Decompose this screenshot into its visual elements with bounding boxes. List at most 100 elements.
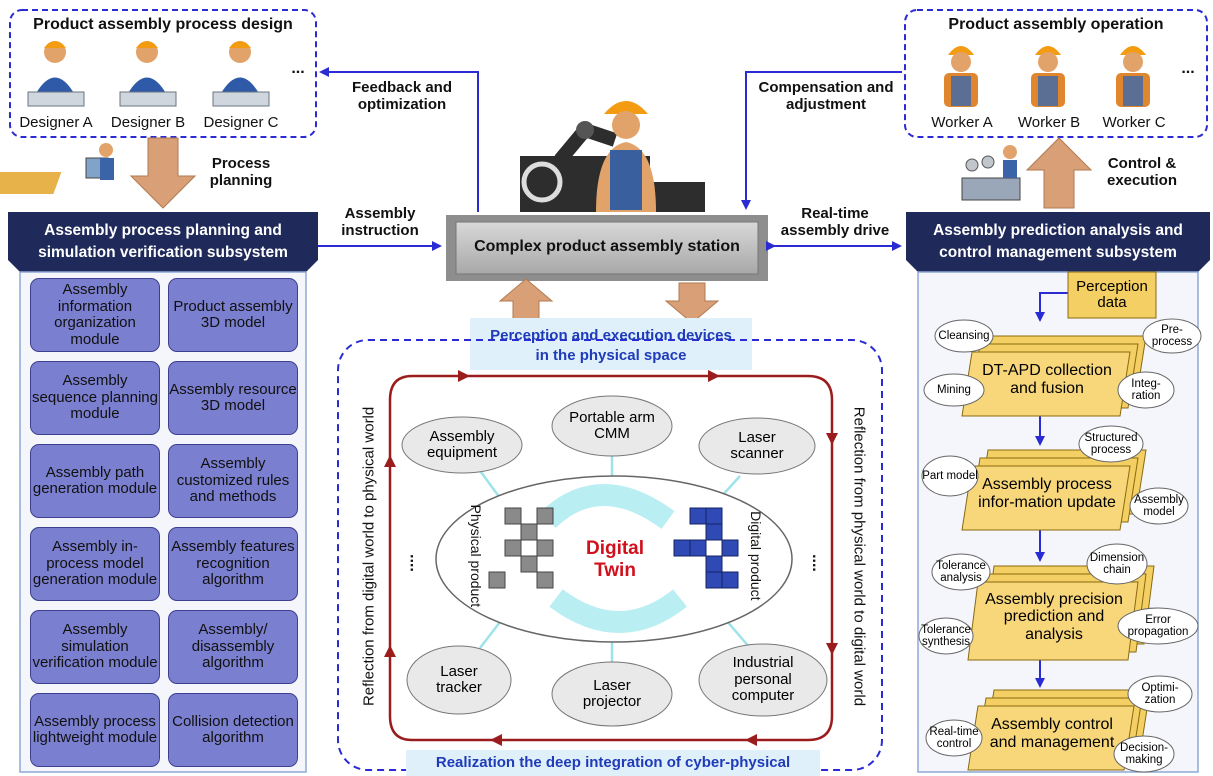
- module-inprocess-model: Assembly in-process model generation mod…: [30, 527, 160, 601]
- device-laser-projector: [551, 661, 673, 727]
- tag-dimension-chain: Dimension chain: [1089, 551, 1145, 576]
- perception-line1: Perception and execution devices: [490, 327, 732, 344]
- feedback-line: [319, 67, 479, 212]
- worker-b-icon: [1031, 46, 1065, 107]
- stage1-title: DT-APD collection and fusion: [982, 362, 1112, 397]
- tag-mining: Mining: [937, 383, 971, 396]
- tag-optimization: Optimi-zation: [1141, 681, 1179, 706]
- integration-label: Realization the deep integration of cybe…: [435, 754, 791, 771]
- laser-tracker-label: Laser tracker: [436, 662, 482, 696]
- left-banner-line1: Assembly process planning and: [44, 222, 282, 239]
- digital-product-label: Digital product: [747, 511, 764, 601]
- station-face: [455, 221, 759, 275]
- operator-icon: [596, 101, 656, 212]
- device-industrial-pc: [698, 643, 828, 717]
- left-banner-title: Assembly process planning and simulation…: [8, 220, 318, 263]
- right-banner-line1: Assembly prediction analysis and: [933, 222, 1183, 239]
- up-arrow: [498, 278, 554, 320]
- designer-b-icon: [119, 41, 177, 107]
- physical-product-label: Physical product: [467, 504, 484, 608]
- tag-error-propagation: Error propagation: [1127, 613, 1189, 638]
- designers-ellipsis: ...: [291, 60, 305, 77]
- compensation-line: [741, 71, 902, 210]
- control-execution-label: Control & execution: [1106, 155, 1178, 189]
- physical-to-digital-label: Reflection from physical world to digita…: [850, 406, 868, 707]
- tag-decision-making: Decision-making: [1120, 741, 1168, 766]
- bottom-label-box: [406, 750, 820, 776]
- worker-a-icon: [944, 46, 978, 107]
- perception-label-box: [470, 318, 752, 370]
- worker-c-label: Worker C: [1102, 114, 1166, 131]
- perception-devices-label: Perception and execution devices in the …: [470, 326, 752, 365]
- left-banner-line2: simulation verification subsystem: [38, 243, 288, 261]
- laser-projector-label: Laser projector: [582, 676, 642, 710]
- process-planning-arrow: [129, 137, 197, 209]
- right-banner-shape: [906, 212, 1210, 272]
- control-execution-arrow: [1025, 137, 1093, 209]
- worker-c-icon: [1116, 46, 1150, 107]
- designer-a-label: Designer A: [19, 114, 93, 131]
- module-simulation-verification: Assembly simulation verification module: [30, 610, 160, 684]
- assembly-line-icon: [961, 145, 1021, 201]
- perception-data-box: [1067, 271, 1157, 319]
- twin-cycle-arrow-top: [540, 484, 675, 529]
- device-portable-arm: [551, 395, 673, 457]
- designer-b-label: Designer B: [110, 114, 186, 131]
- module-sequence-planning: Assembly sequence planning module: [30, 361, 160, 435]
- left-panel: [19, 271, 307, 773]
- digital-to-physical-label: Reflection from digital world to physica…: [360, 406, 378, 707]
- stage3-title: Assembly precision prediction and analys…: [985, 590, 1123, 643]
- planner-workstation-icon: [0, 143, 114, 194]
- module-lightweight: Assembly process lightweight module: [30, 693, 160, 767]
- device-assembly-equipment: [401, 416, 523, 474]
- worker-b-label: Worker B: [1017, 114, 1081, 131]
- portable-arm-label: Portable arm CMM: [569, 408, 655, 442]
- process-planning-label: Process planning: [209, 155, 273, 189]
- tag-realtime-control: Real-time control: [929, 725, 979, 750]
- module-features-recognition: Assembly features recognition algorithm: [168, 527, 298, 601]
- stage1-stack: [961, 335, 1147, 417]
- digital-twin-label: Digital Twin: [585, 538, 645, 581]
- worker-a-label: Worker A: [931, 114, 993, 131]
- cyber-physical-loop: [388, 374, 834, 742]
- assembly-instruction-label: Assembly instruction: [341, 205, 419, 239]
- right-banner-title: Assembly prediction analysis and control…: [906, 220, 1210, 263]
- down-arrow: [664, 282, 720, 324]
- assembly-equipment-label: Assembly equipment: [426, 427, 498, 461]
- compensation-label: Compensation and adjustment: [758, 79, 894, 113]
- digital-product-icon: [673, 507, 739, 589]
- designers-box: [9, 9, 317, 138]
- module-info-organization: Assembly information organization module: [30, 278, 160, 352]
- tag-assembly-model: Assembly model: [1134, 493, 1184, 518]
- module-disassembly-algorithm: Assembly/ disassembly algorithm: [168, 610, 298, 684]
- tag-cleansing: Cleansing: [938, 329, 990, 342]
- tag-part-model: Part model: [922, 469, 978, 482]
- device-laser-tracker: [406, 645, 512, 715]
- twin-cycle-arrow-bottom: [549, 589, 687, 633]
- device-laser-scanner: [698, 417, 816, 475]
- left-banner-shape: [8, 212, 318, 272]
- workers-ellipsis: ...: [1181, 60, 1195, 77]
- left-dots: ....: [400, 554, 418, 572]
- perception-line2: in the physical space: [535, 346, 687, 364]
- tag-tolerance-analysis: Tolerance analysis: [936, 559, 986, 584]
- module-customized-rules: Assembly customized rules and methods: [168, 444, 298, 518]
- designer-c-label: Designer C: [203, 114, 279, 131]
- module-collision-detection: Collision detection algorithm: [168, 693, 298, 767]
- physical-product-icon: [488, 507, 554, 589]
- stage2-title: Assembly process infor-mation update: [978, 476, 1116, 511]
- tag-integration: Integ-ration: [1131, 377, 1161, 402]
- design-box-title: Product assembly process design: [33, 16, 293, 33]
- right-dots: ....: [808, 554, 826, 572]
- designer-c-icon: [212, 41, 270, 107]
- industrial-pc-label: Industrial personal computer: [731, 654, 795, 705]
- module-resource-3d: Assembly resource 3D model: [168, 361, 298, 435]
- perception-to-stage1-line: [1035, 292, 1068, 322]
- tag-tolerance-synthesis: Tolerance synthesis: [921, 623, 971, 648]
- stage3-stack: [967, 565, 1155, 661]
- designer-a-icon: [27, 41, 85, 107]
- tag-preprocess: Pre-process: [1151, 323, 1193, 348]
- operation-box-title: Product assembly operation: [948, 16, 1164, 33]
